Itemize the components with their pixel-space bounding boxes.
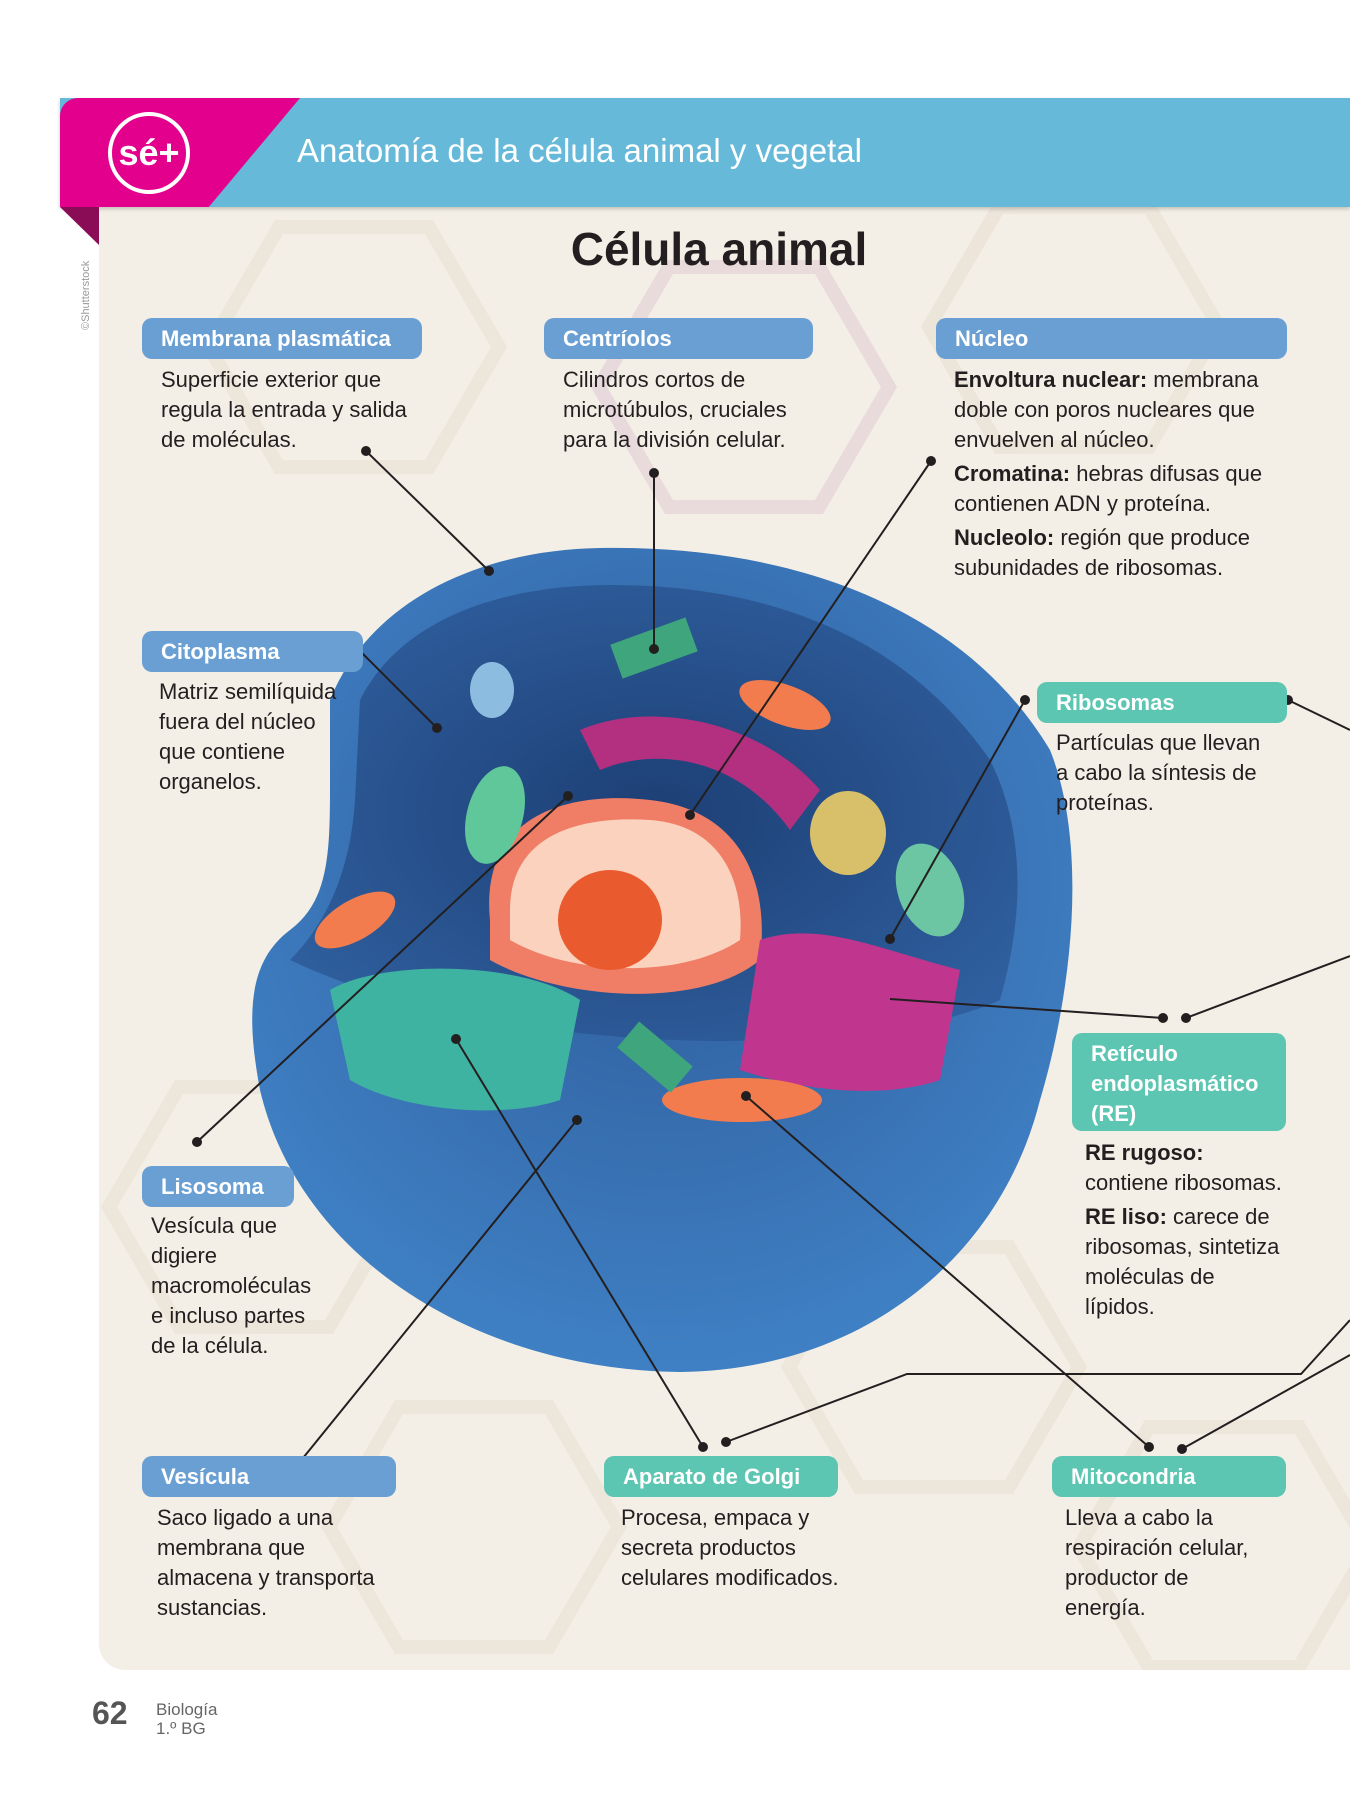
- term: RE liso:: [1085, 1204, 1167, 1229]
- label-vesicula: Vesícula: [142, 1456, 396, 1497]
- label-lisosoma: Lisosoma: [142, 1166, 294, 1207]
- mitochondrion: [739, 680, 831, 730]
- text-line: Procesa, empaca y: [621, 1505, 810, 1530]
- text-line: de moléculas.: [161, 427, 297, 452]
- text-line: Partículas que llevan: [1056, 730, 1261, 755]
- label-aparato-de-golgi: Aparato de Golgi: [604, 1456, 838, 1497]
- leader-lines: [192, 446, 1350, 1484]
- text-line: sustancias.: [157, 1595, 268, 1620]
- er-rough: [580, 716, 820, 830]
- section-title: Anatomía de la célula animal y vegetal: [297, 132, 862, 169]
- text-line: proteínas.: [1056, 790, 1154, 815]
- page-title: Célula animal: [570, 223, 868, 275]
- text-line: respiración celular,: [1065, 1535, 1249, 1560]
- text-line: celulares modificados.: [621, 1565, 839, 1590]
- desc-golgi: Procesa, empaca y secreta productos celula…: [621, 1503, 839, 1593]
- definition: región que produce subunidades de riboso…: [954, 525, 1250, 580]
- se-plus-logo: sé+: [108, 112, 190, 194]
- desc-mitocondria: Lleva a cabo la respiración celular, produ…: [1065, 1503, 1248, 1623]
- vesicle: [470, 662, 514, 718]
- desc-lisosoma: Vesícula que digiere macromoléculas e inclu…: [151, 1211, 311, 1361]
- lysosome: [465, 766, 525, 864]
- text-line: para la división celular.: [563, 427, 786, 452]
- text-line: energía.: [1065, 1595, 1146, 1620]
- definition: membrana doble con poros nucleares que e…: [954, 367, 1259, 452]
- label-reticulo-endoplasmatico: Retículo endoplasmático (RE): [1072, 1033, 1286, 1131]
- label-ribosomas: Ribosomas: [1037, 682, 1287, 723]
- desc-centriolos: Cilindros cortos de microtúbulos, crucial…: [563, 365, 787, 455]
- term: RE rugoso:: [1085, 1140, 1204, 1165]
- label-nucleo: Núcleo: [936, 318, 1287, 359]
- desc-nucleo: Envoltura nuclear: membrana doble con po…: [954, 365, 1284, 587]
- grade: 1.º BG: [156, 1719, 206, 1738]
- text-line: microtúbulos, cruciales: [563, 397, 787, 422]
- er-smooth: [740, 933, 960, 1091]
- desc-membrana: Superficie exterior que regula la entrada…: [161, 365, 407, 455]
- desc-citoplasma: Matriz semilíquida fuera del núcleo que co…: [159, 677, 336, 797]
- hex-background: [100, 207, 1350, 1670]
- definition: hebras difusas que contienen ADN y prote…: [954, 461, 1263, 516]
- text-line: Matriz semilíquida: [159, 679, 337, 704]
- subject: Biología: [156, 1700, 218, 1719]
- text-line: de la célula.: [151, 1333, 269, 1358]
- term: Envoltura nuclear:: [954, 367, 1148, 392]
- text-line: Lleva a cabo la: [1065, 1505, 1213, 1530]
- text-line: a cabo la síntesis de: [1056, 760, 1257, 785]
- label-citoplasma: Citoplasma: [142, 631, 363, 672]
- label-mitocondria: Mitocondria: [1052, 1456, 1286, 1497]
- page-number: 62: [92, 1695, 128, 1731]
- text-line: secreta productos: [621, 1535, 796, 1560]
- term: Nucleolo:: [954, 525, 1055, 550]
- text-line: Saco ligado a una: [157, 1505, 334, 1530]
- text-line: Vesícula que: [151, 1213, 277, 1238]
- text-line: e incluso partes: [151, 1303, 306, 1328]
- text-line: organelos.: [159, 769, 262, 794]
- text-line: Cilindros cortos de: [563, 367, 746, 392]
- desc-ribosomas: Partículas que llevan a cabo la síntesis …: [1056, 728, 1260, 818]
- text-line: regula la entrada y salida: [161, 397, 407, 422]
- text-line: productor de: [1065, 1565, 1189, 1590]
- desc-reticulo: RE rugoso: contiene ribosomas. RE liso: …: [1085, 1138, 1285, 1326]
- term: Cromatina:: [954, 461, 1071, 486]
- text-line: macromoléculas: [151, 1273, 312, 1298]
- text-line: almacena y transporta: [157, 1565, 375, 1590]
- text-line: fuera del núcleo: [159, 709, 316, 734]
- definition: contiene ribosomas.: [1085, 1170, 1282, 1195]
- desc-vesicula: Saco ligado a una membrana que almacena y …: [157, 1503, 375, 1623]
- label-membrana-plasmatica: Membrana plasmática: [142, 318, 422, 359]
- text-line: membrana que: [157, 1535, 305, 1560]
- text-line: Superficie exterior que: [161, 367, 382, 392]
- label-centriolos: Centríolos: [544, 318, 813, 359]
- text-line: que contiene: [159, 739, 285, 764]
- text-line: digiere: [151, 1243, 218, 1268]
- definition: carece de ribosomas, sintetiza moléculas…: [1085, 1204, 1280, 1319]
- nucleolus: [558, 870, 662, 970]
